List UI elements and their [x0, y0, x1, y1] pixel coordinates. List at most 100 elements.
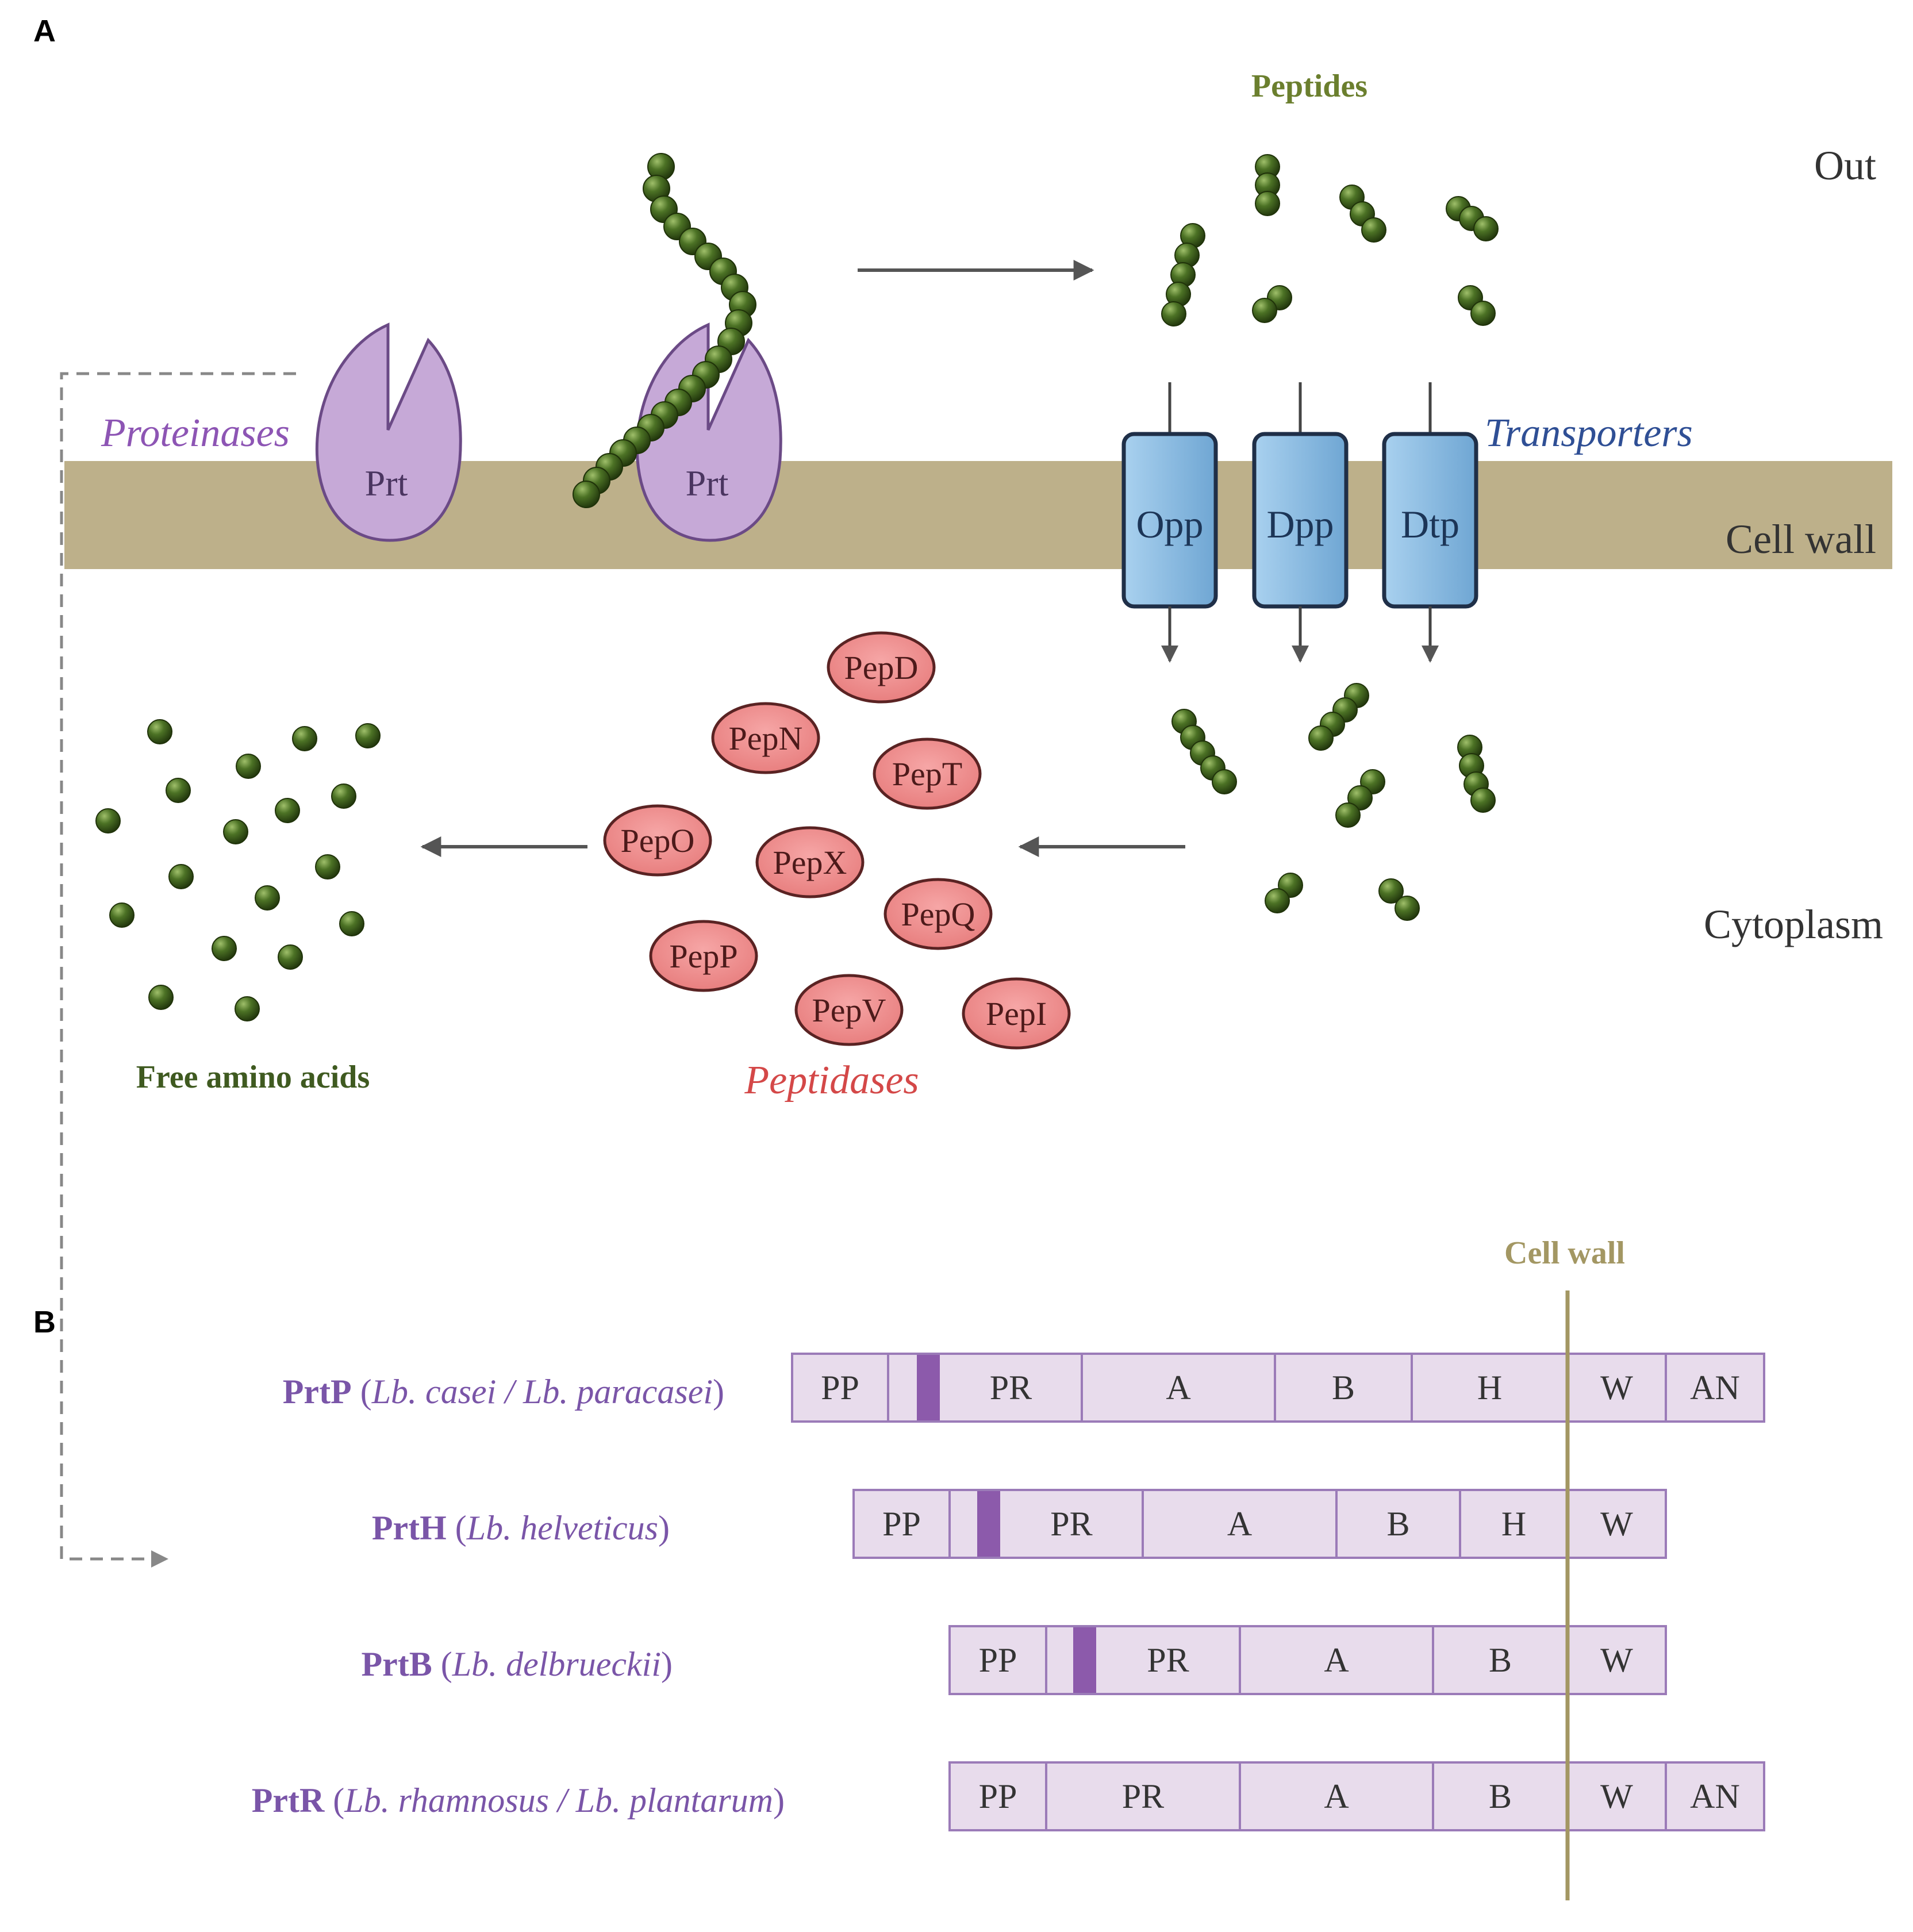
- amino-acid-bead: [223, 819, 248, 844]
- prt-label: Prt: [686, 463, 729, 504]
- domain-pp: PP: [882, 1505, 921, 1543]
- peptidase-label: PepP: [669, 938, 737, 975]
- domain-a: A: [1227, 1505, 1252, 1543]
- protein-row-prtb: PP PR A B W: [948, 1625, 1667, 1695]
- peptidase-pepd: PepD: [827, 631, 936, 704]
- amino-acid-bead: [331, 783, 356, 809]
- amino-acid-bead: [168, 864, 194, 889]
- domain-a: A: [1324, 1777, 1349, 1815]
- transporter-label: Dtp: [1401, 502, 1459, 546]
- amino-acid-bead: [109, 902, 135, 928]
- free-amino-acids-label: Free amino acids: [136, 1059, 370, 1095]
- peptidase-label: PepD: [844, 649, 919, 686]
- peptidase-pepo: PepO: [603, 804, 712, 877]
- species: Lb. helveticus: [466, 1509, 658, 1547]
- protein-name: PrtP: [283, 1373, 352, 1411]
- amino-acid-bead: [315, 854, 340, 879]
- cleavage-site-marker: [917, 1355, 940, 1420]
- cleavage-site-marker: [1073, 1627, 1096, 1693]
- free-amino-acids: [95, 719, 381, 1021]
- peptidase-label: PepX: [773, 844, 847, 881]
- amino-acid-bead: [1395, 896, 1420, 921]
- amino-acid-bead: [573, 481, 600, 508]
- protein-name: PrtB: [361, 1645, 432, 1683]
- domain-pp: PP: [821, 1369, 859, 1407]
- peptidase-pepx: PepX: [755, 826, 865, 898]
- transporter-dpp: Dpp: [1252, 382, 1349, 663]
- species: Lb. delbrueckii: [452, 1645, 661, 1683]
- domain-pr: PR: [1147, 1641, 1189, 1679]
- panel-b-label: B: [33, 1305, 56, 1339]
- peptidase-pepv: PepV: [794, 974, 904, 1046]
- amino-acid-bead: [1378, 878, 1404, 904]
- amino-acid-bead: [236, 754, 261, 779]
- protein-label-prth: PrtH (Lb. helveticus): [372, 1509, 670, 1547]
- peptidases-label: Peptidases: [744, 1058, 919, 1103]
- domain-a: A: [1324, 1641, 1349, 1679]
- cytoplasm-label: Cytoplasm: [1704, 901, 1883, 947]
- transporters-label: Transporters: [1485, 411, 1693, 455]
- domain-pp: PP: [979, 1641, 1017, 1679]
- domain-w: W: [1600, 1777, 1633, 1815]
- transporter-opp: Opp: [1121, 382, 1218, 663]
- amino-acid-bead: [212, 936, 237, 961]
- domain-h: H: [1501, 1505, 1526, 1543]
- amino-acid-bead: [1161, 301, 1186, 327]
- domain-h: H: [1477, 1369, 1502, 1407]
- amino-acid-bead: [235, 996, 260, 1021]
- amino-acid-bead: [166, 778, 191, 803]
- domain-b: B: [1386, 1505, 1409, 1543]
- peptidase-label: PepN: [729, 720, 803, 757]
- amino-acid-bead: [1265, 888, 1290, 913]
- amino-acid-bead: [148, 985, 174, 1010]
- peptidase-pepi: PepI: [962, 977, 1071, 1050]
- species: Lb. rhamnosus / Lb. plantarum: [344, 1781, 773, 1819]
- domain-an: AN: [1690, 1369, 1740, 1407]
- domain-b: B: [1332, 1369, 1355, 1407]
- peptidase-pepp: PepP: [649, 920, 758, 992]
- amino-acid-bead: [147, 719, 172, 744]
- peptides-intracellular: [1171, 683, 1496, 921]
- domain-pr: PR: [1122, 1777, 1164, 1815]
- protein-name: PrtH: [372, 1509, 447, 1547]
- peptides-label: Peptides: [1251, 68, 1367, 104]
- protein-label-prtr: PrtR (Lb. rhamnosus / Lb. plantarum): [252, 1781, 785, 1819]
- peptidase-label: PepQ: [901, 896, 975, 933]
- domain-an: AN: [1690, 1777, 1740, 1815]
- amino-acid-bead: [1470, 301, 1496, 326]
- proteinases-label: Proteinases: [101, 411, 290, 455]
- transporter-label: Dpp: [1266, 502, 1334, 546]
- domain-a: A: [1166, 1369, 1190, 1407]
- protein-domain-rows: PrtP (Lb. casei / Lb. paracasei) PrtH (L…: [252, 1353, 1765, 1831]
- domain-b: B: [1489, 1777, 1512, 1815]
- amino-acid-bead: [292, 726, 317, 751]
- proteinase-prt-1: Prt: [315, 322, 462, 542]
- transporters: Opp Dpp Dtp: [1121, 382, 1478, 663]
- amino-acid-bead: [255, 885, 280, 911]
- panel-a-label: A: [33, 14, 56, 48]
- domain-pr: PR: [1050, 1505, 1092, 1543]
- domain-w: W: [1600, 1369, 1633, 1407]
- peptidase-pepn: PepN: [711, 702, 820, 774]
- amino-acid-bead: [1255, 191, 1280, 216]
- amino-acid-bead: [339, 911, 364, 936]
- cell-wall-label: Cell wall: [1726, 516, 1876, 562]
- prt-label: Prt: [365, 463, 408, 504]
- protein-name: PrtR: [252, 1781, 325, 1819]
- transporter-dtp: Dtp: [1382, 382, 1478, 663]
- domain-b: B: [1489, 1641, 1512, 1679]
- amino-acid-bead: [1361, 217, 1386, 243]
- peptidase-label: PepV: [812, 992, 886, 1029]
- domain-pp: PP: [979, 1777, 1017, 1815]
- amino-acid-bead: [1347, 785, 1373, 811]
- amino-acid-bead: [1473, 216, 1499, 241]
- amino-acid-bead: [1212, 769, 1237, 794]
- amino-acid-bead: [1335, 802, 1361, 828]
- peptidases: PepD PepN PepT PepO PepX PepQ PepP PepV PepI: [603, 631, 1071, 1050]
- species: Lb. casei / Lb. paracasei: [371, 1373, 713, 1411]
- dashed-connector: [60, 372, 296, 1568]
- peptidase-label: PepT: [892, 755, 962, 793]
- domain-w: W: [1600, 1641, 1633, 1679]
